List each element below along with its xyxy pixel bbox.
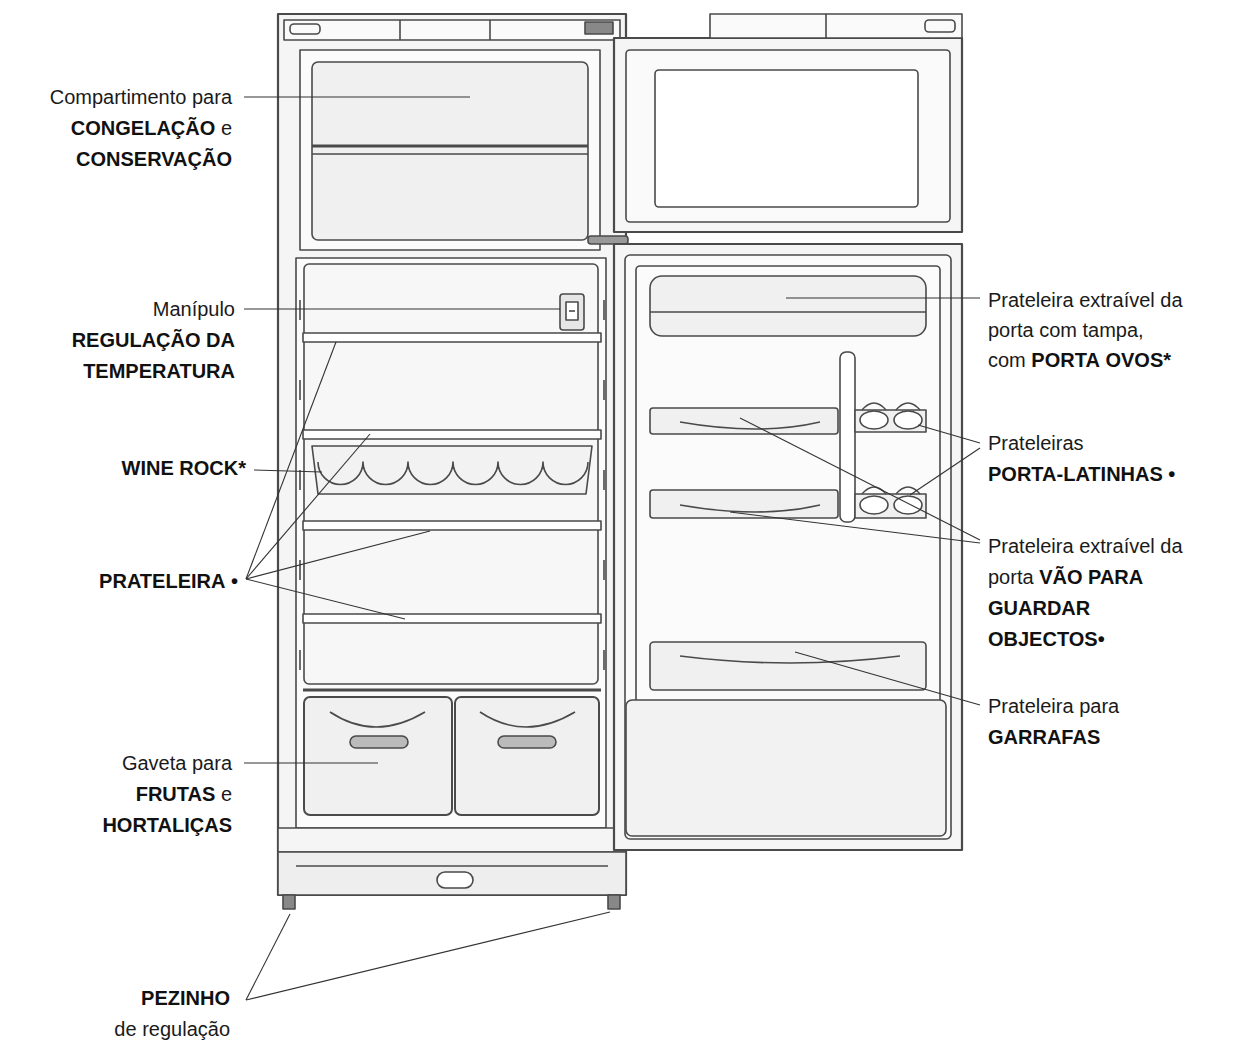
label-word: da <box>1160 289 1182 311</box>
label-word: para <box>192 86 232 108</box>
label-word: regulação <box>142 1018 230 1040</box>
label-word: e <box>221 117 232 139</box>
label-line: Prateleiras <box>988 428 1175 459</box>
label-line: Prateleira para <box>988 691 1119 722</box>
label-word: Prateleira <box>988 289 1074 311</box>
label-word: PARA <box>1088 566 1143 588</box>
label-word: WINE <box>122 457 174 479</box>
label-line: CONGELAÇÃO e <box>50 113 232 144</box>
label-line: FRUTAS e <box>102 779 232 810</box>
label-word: de <box>114 1018 136 1040</box>
label-line: TEMPERATURA <box>72 356 235 387</box>
label-word: Manípulo <box>153 298 235 320</box>
callout-label: Prateleira extraível daporta com tampa,c… <box>988 285 1183 375</box>
label-word: Prateleira <box>988 695 1074 717</box>
word-space <box>1026 349 1032 371</box>
label-word: TEMPERATURA <box>83 360 235 382</box>
callout-label: Compartimento paraCONGELAÇÃO eCONSERVAÇÃ… <box>50 82 232 175</box>
word-space <box>1155 535 1161 557</box>
label-line: Prateleira extraível da <box>988 531 1183 562</box>
label-word: Prateleira <box>988 535 1074 557</box>
label-line: PRATELEIRA • <box>99 566 238 597</box>
callout-label: Prateleira paraGARRAFAS <box>988 691 1119 753</box>
label-word: PORTA-LATINHAS <box>988 463 1163 485</box>
label-line: OBJECTOS• <box>988 624 1183 655</box>
label-word: VÃO <box>1039 566 1082 588</box>
label-word: PRATELEIRA <box>99 570 225 592</box>
label-word: Prateleiras <box>988 432 1084 454</box>
word-space <box>137 1018 143 1040</box>
label-word: PORTA <box>1031 349 1100 371</box>
label-word: com <box>1039 319 1077 341</box>
label-word: • <box>1168 463 1175 485</box>
word-space <box>1083 566 1089 588</box>
label-word: DA <box>206 329 235 351</box>
word-space <box>1163 463 1169 485</box>
label-word: extraível <box>1079 289 1155 311</box>
label-word: OVOS* <box>1105 349 1171 371</box>
word-space <box>1074 695 1080 717</box>
label-line: WINE ROCK* <box>122 453 246 484</box>
label-word: GUARDAR <box>988 597 1090 619</box>
label-line: PEZINHO <box>114 983 230 1014</box>
label-line: GARRAFAS <box>988 722 1119 753</box>
label-line: com PORTA OVOS* <box>988 345 1183 375</box>
word-space <box>201 329 207 351</box>
word-space <box>1077 319 1083 341</box>
label-line: GUARDAR <box>988 593 1183 624</box>
label-word: tampa, <box>1083 319 1144 341</box>
label-word: extraível <box>1079 535 1155 557</box>
callout-label: PRATELEIRA • <box>99 566 238 597</box>
callout-label: PEZINHOde regulação <box>114 983 230 1045</box>
callout-label: Prateleira extraível daporta VÃO PARAGUA… <box>988 531 1183 655</box>
label-word: FRUTAS <box>136 783 216 805</box>
label-word: da <box>1160 535 1182 557</box>
callout-label: PrateleirasPORTA-LATINHAS • <box>988 428 1175 490</box>
word-space <box>1034 566 1040 588</box>
word-space <box>174 457 180 479</box>
label-line: de regulação <box>114 1014 230 1045</box>
callout-label: ManípuloREGULAÇÃO DA TEMPERATURA <box>72 294 235 387</box>
label-word: Compartimento <box>50 86 187 108</box>
label-word: porta <box>988 319 1034 341</box>
word-space <box>186 752 192 774</box>
label-line: Manípulo <box>72 294 235 325</box>
word-space <box>186 86 192 108</box>
label-line: Compartimento para <box>50 82 232 113</box>
label-word: porta <box>988 566 1034 588</box>
label-word: CONGELAÇÃO <box>71 117 215 139</box>
label-word: GARRAFAS <box>988 726 1100 748</box>
callout-label: Gaveta paraFRUTAS eHORTALIÇAS <box>102 748 232 841</box>
word-space <box>1034 319 1040 341</box>
label-line: Gaveta para <box>102 748 232 779</box>
label-word: HORTALIÇAS <box>102 814 232 836</box>
label-word: CONSERVAÇÃO <box>76 148 232 170</box>
label-word: OBJECTOS• <box>988 628 1105 650</box>
label-word: REGULAÇÃO <box>72 329 201 351</box>
label-word: com <box>988 349 1026 371</box>
label-line: CONSERVAÇÃO <box>50 144 232 175</box>
label-line: PORTA-LATINHAS • <box>988 459 1175 490</box>
label-word: para <box>192 752 232 774</box>
label-line: REGULAÇÃO DA <box>72 325 235 356</box>
label-word: para <box>1079 695 1119 717</box>
word-space <box>215 783 221 805</box>
label-line: porta com tampa, <box>988 315 1183 345</box>
label-word: e <box>221 783 232 805</box>
callout-label: WINE ROCK* <box>122 453 246 484</box>
word-space <box>1074 535 1080 557</box>
label-word: ROCK* <box>179 457 246 479</box>
label-line: Prateleira extraível da <box>988 285 1183 315</box>
label-line: porta VÃO PARA <box>988 562 1183 593</box>
word-space <box>225 570 231 592</box>
word-space <box>215 117 221 139</box>
label-word: Gaveta <box>122 752 186 774</box>
label-line: HORTALIÇAS <box>102 810 232 841</box>
word-space <box>1100 349 1106 371</box>
label-word: PEZINHO <box>141 987 230 1009</box>
word-space <box>1074 289 1080 311</box>
word-space <box>1155 289 1161 311</box>
label-word: • <box>231 570 238 592</box>
